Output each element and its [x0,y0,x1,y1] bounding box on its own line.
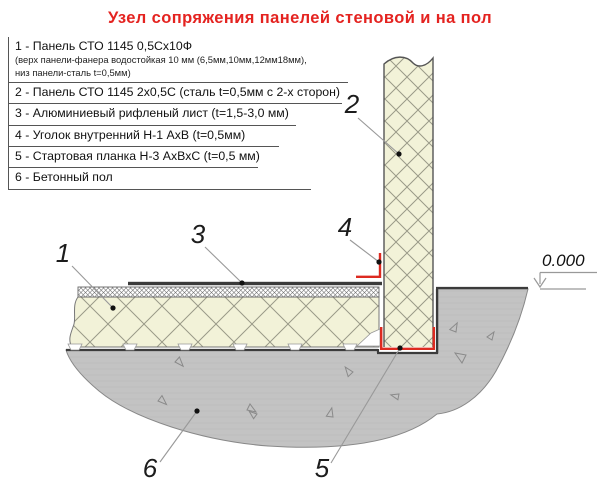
corner-angle [356,253,382,278]
legend-item-text: 4 - Уголок внутренний Н-1 АхВ (t=0,5мм) [15,127,246,142]
callout-label-4: 4 [338,212,352,242]
callout-6: 6 [143,408,200,483]
callout-label-6: 6 [143,453,158,483]
legend-item: 6 - Бетонный пол [9,168,311,190]
legend-table: 1 - Панель СТО 1145 0,5Сх10Ф (верх панел… [8,37,348,190]
page-title: Узел сопряжения панелей стеновой и на по… [108,9,492,27]
callout-4: 4 [338,212,382,265]
legend-item-text: 5 - Стартовая планка Н-3 АхВхС (t=0,5 мм… [15,148,260,163]
panel-bottom-notches [67,328,381,351]
legend-item-subtext: низ панели-сталь t=0,5мм) [15,66,131,78]
legend-item-text: 2 - Панель СТО 1145 2х0,5С (сталь t=0,5м… [15,84,341,99]
legend-item-subtext: (верх панели-фанера водостойкая 10 мм (6… [15,54,307,66]
level-mark-value: 0.000 [542,251,585,270]
callout-3: 3 [191,219,245,286]
callout-2: 2 [344,89,402,157]
legend-item-text: 6 - Бетонный пол [15,170,113,185]
callout-label-2: 2 [344,89,360,119]
callout-label-5: 5 [315,453,330,483]
concrete-floor [65,286,529,448]
starter-plank [380,327,435,350]
callout-5: 5 [315,345,403,483]
legend-item: 3 - Алюминиевый рифленый лист (t=1,5-3,0… [9,104,296,126]
callout-label-3: 3 [191,219,206,249]
callout-1: 1 [56,238,116,311]
legend-item: 1 - Панель СТО 1145 0,5Сх10Ф (верх панел… [9,37,348,83]
callout-label-1: 1 [56,238,70,268]
legend-item-text: 1 - Панель СТО 1145 0,5Сх10Ф [15,39,193,53]
plywood-layer [77,286,380,298]
legend-item-text: 3 - Алюминиевый рифленый лист (t=1,5-3,0… [15,106,289,121]
aluminum-sheet [128,281,382,286]
legend-item: 5 - Стартовая планка Н-3 АхВхС (t=0,5 мм… [9,147,260,169]
legend-item: 2 - Панель СТО 1145 2х0,5С (сталь t=0,5м… [9,83,342,105]
wall-panel [383,55,434,348]
floor-panel [67,281,382,351]
level-mark: 0.000 [533,251,597,290]
legend-item: 4 - Уголок внутренний Н-1 АхВ (t=0,5мм) [9,126,279,147]
aggregate-marks [157,321,495,420]
